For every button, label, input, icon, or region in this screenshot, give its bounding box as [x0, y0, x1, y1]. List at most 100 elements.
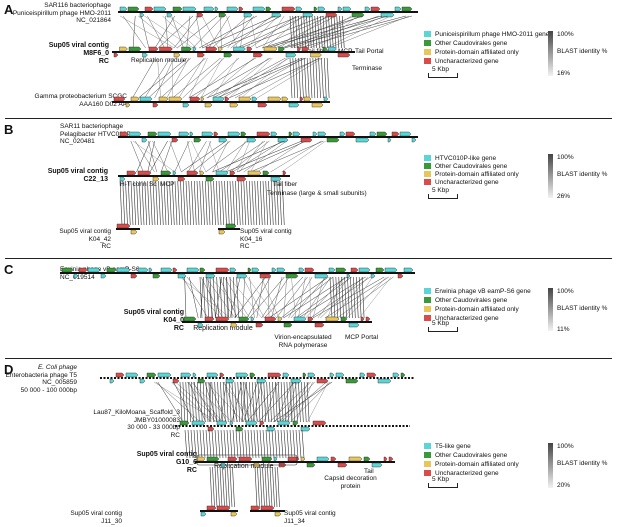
blast-link [254, 381, 258, 423]
blast-link [177, 180, 181, 226]
blast-link [302, 276, 331, 319]
blast-link [160, 57, 206, 99]
panel-d-ref-line4: 50 000 - 100 000bp [20, 386, 77, 394]
blast-link [322, 15, 326, 49]
legend-label: Other Caudovirales gene [435, 297, 508, 304]
blast-link [218, 140, 266, 173]
gene-arrow [325, 316, 340, 322]
blast-link [226, 276, 228, 319]
gene-arrow [179, 420, 190, 426]
blast-link [232, 466, 235, 508]
blast-link [265, 429, 269, 459]
gene-arrow [304, 267, 315, 273]
blast-link [359, 276, 392, 319]
blast-link [323, 57, 327, 99]
panel-d-ref-line1: E. Coli phage [37, 364, 77, 371]
gene-arrow [152, 176, 160, 182]
blast-link [269, 466, 273, 508]
blast-link [267, 466, 270, 508]
blast-link [324, 276, 389, 319]
panel-d-annot-capsid-line1: Capsid decoration [324, 475, 377, 482]
blast-link [240, 381, 243, 423]
blast-link [201, 15, 219, 49]
gene-arrow [115, 372, 125, 378]
blast-link [251, 381, 255, 423]
blast-link [337, 276, 394, 319]
blast-link [226, 15, 238, 49]
blast-link [212, 140, 285, 173]
gene-arrow [287, 456, 300, 462]
blast-link [333, 15, 337, 49]
legend-label: Other Caudovirales gene [435, 40, 508, 47]
blast-link [180, 140, 227, 173]
blast-link [209, 276, 213, 319]
gene-arrow [277, 137, 289, 143]
blast-link [136, 140, 151, 173]
blast-link [208, 15, 230, 49]
blast-link [208, 381, 227, 423]
blast-link [238, 429, 242, 459]
blast-link [280, 381, 284, 423]
panel-c-blast-min: 11% [557, 326, 570, 333]
blast-link [152, 180, 156, 226]
blast-link [246, 57, 319, 99]
blast-link [292, 57, 296, 99]
panel-b-legend-4: Uncharacterized gene [424, 179, 499, 186]
gene-arrow [388, 456, 394, 462]
blast-link [213, 180, 216, 226]
gene-arrow [394, 6, 402, 12]
blast-link [138, 57, 188, 99]
blast-link [262, 466, 265, 508]
blast-link [169, 180, 172, 226]
blast-link [234, 276, 267, 319]
gene-arrow [157, 372, 172, 378]
gene-arrow [403, 267, 414, 273]
blast-link [221, 15, 300, 49]
panel-b-contig-line1: Sup05 viral contig [47, 168, 108, 175]
blast-link [325, 15, 329, 49]
blast-link [286, 381, 290, 423]
blast-link [218, 180, 222, 226]
gene-arrow [192, 372, 197, 378]
blast-link [206, 57, 255, 99]
blast-link [211, 381, 215, 423]
blast-link [220, 381, 223, 423]
blast-link [240, 180, 244, 226]
gene-arrow [266, 426, 276, 432]
gene-arrow [148, 267, 153, 273]
gene-arrow [238, 456, 253, 462]
panel-b-legend-1: HTVC010P-like gene [424, 155, 496, 162]
gene-arrow [215, 316, 230, 322]
blast-link [198, 15, 257, 49]
panel-d-lower-right-name: Sup05 viral contig J11_34 [284, 510, 336, 525]
blast-link [319, 15, 323, 49]
blast-link [231, 381, 235, 423]
gene-arrow [302, 372, 307, 378]
panel-c-annot-rnap: Virion-encapsulated RNA polymerase [268, 334, 338, 349]
blast-link [138, 15, 178, 49]
blast-link [229, 276, 233, 319]
gene-arrow [206, 505, 217, 511]
blast-link [290, 381, 293, 423]
blast-link [152, 140, 169, 173]
blast-link [243, 140, 287, 173]
blast-link [361, 276, 365, 319]
blast-link [253, 429, 257, 459]
gene-arrow [130, 229, 138, 235]
blast-link [271, 15, 337, 49]
panel-d-blast-max: 100% [557, 443, 574, 450]
gene-arrow [306, 462, 316, 468]
blast-link [223, 381, 226, 423]
blast-link [315, 57, 319, 99]
legend-swatch [424, 306, 431, 313]
panel-a-blast-label: BLAST identity % [557, 48, 608, 55]
blast-link [295, 381, 298, 423]
blast-link [264, 466, 268, 508]
blast-link [206, 57, 303, 99]
blast-link [172, 57, 221, 99]
panel-d-contig-line3: RC [186, 467, 197, 474]
gene-arrow [212, 96, 225, 102]
blast-link [235, 180, 238, 226]
blast-link [216, 276, 219, 319]
panel-d-ref-line3: NC_005859 [42, 379, 77, 386]
